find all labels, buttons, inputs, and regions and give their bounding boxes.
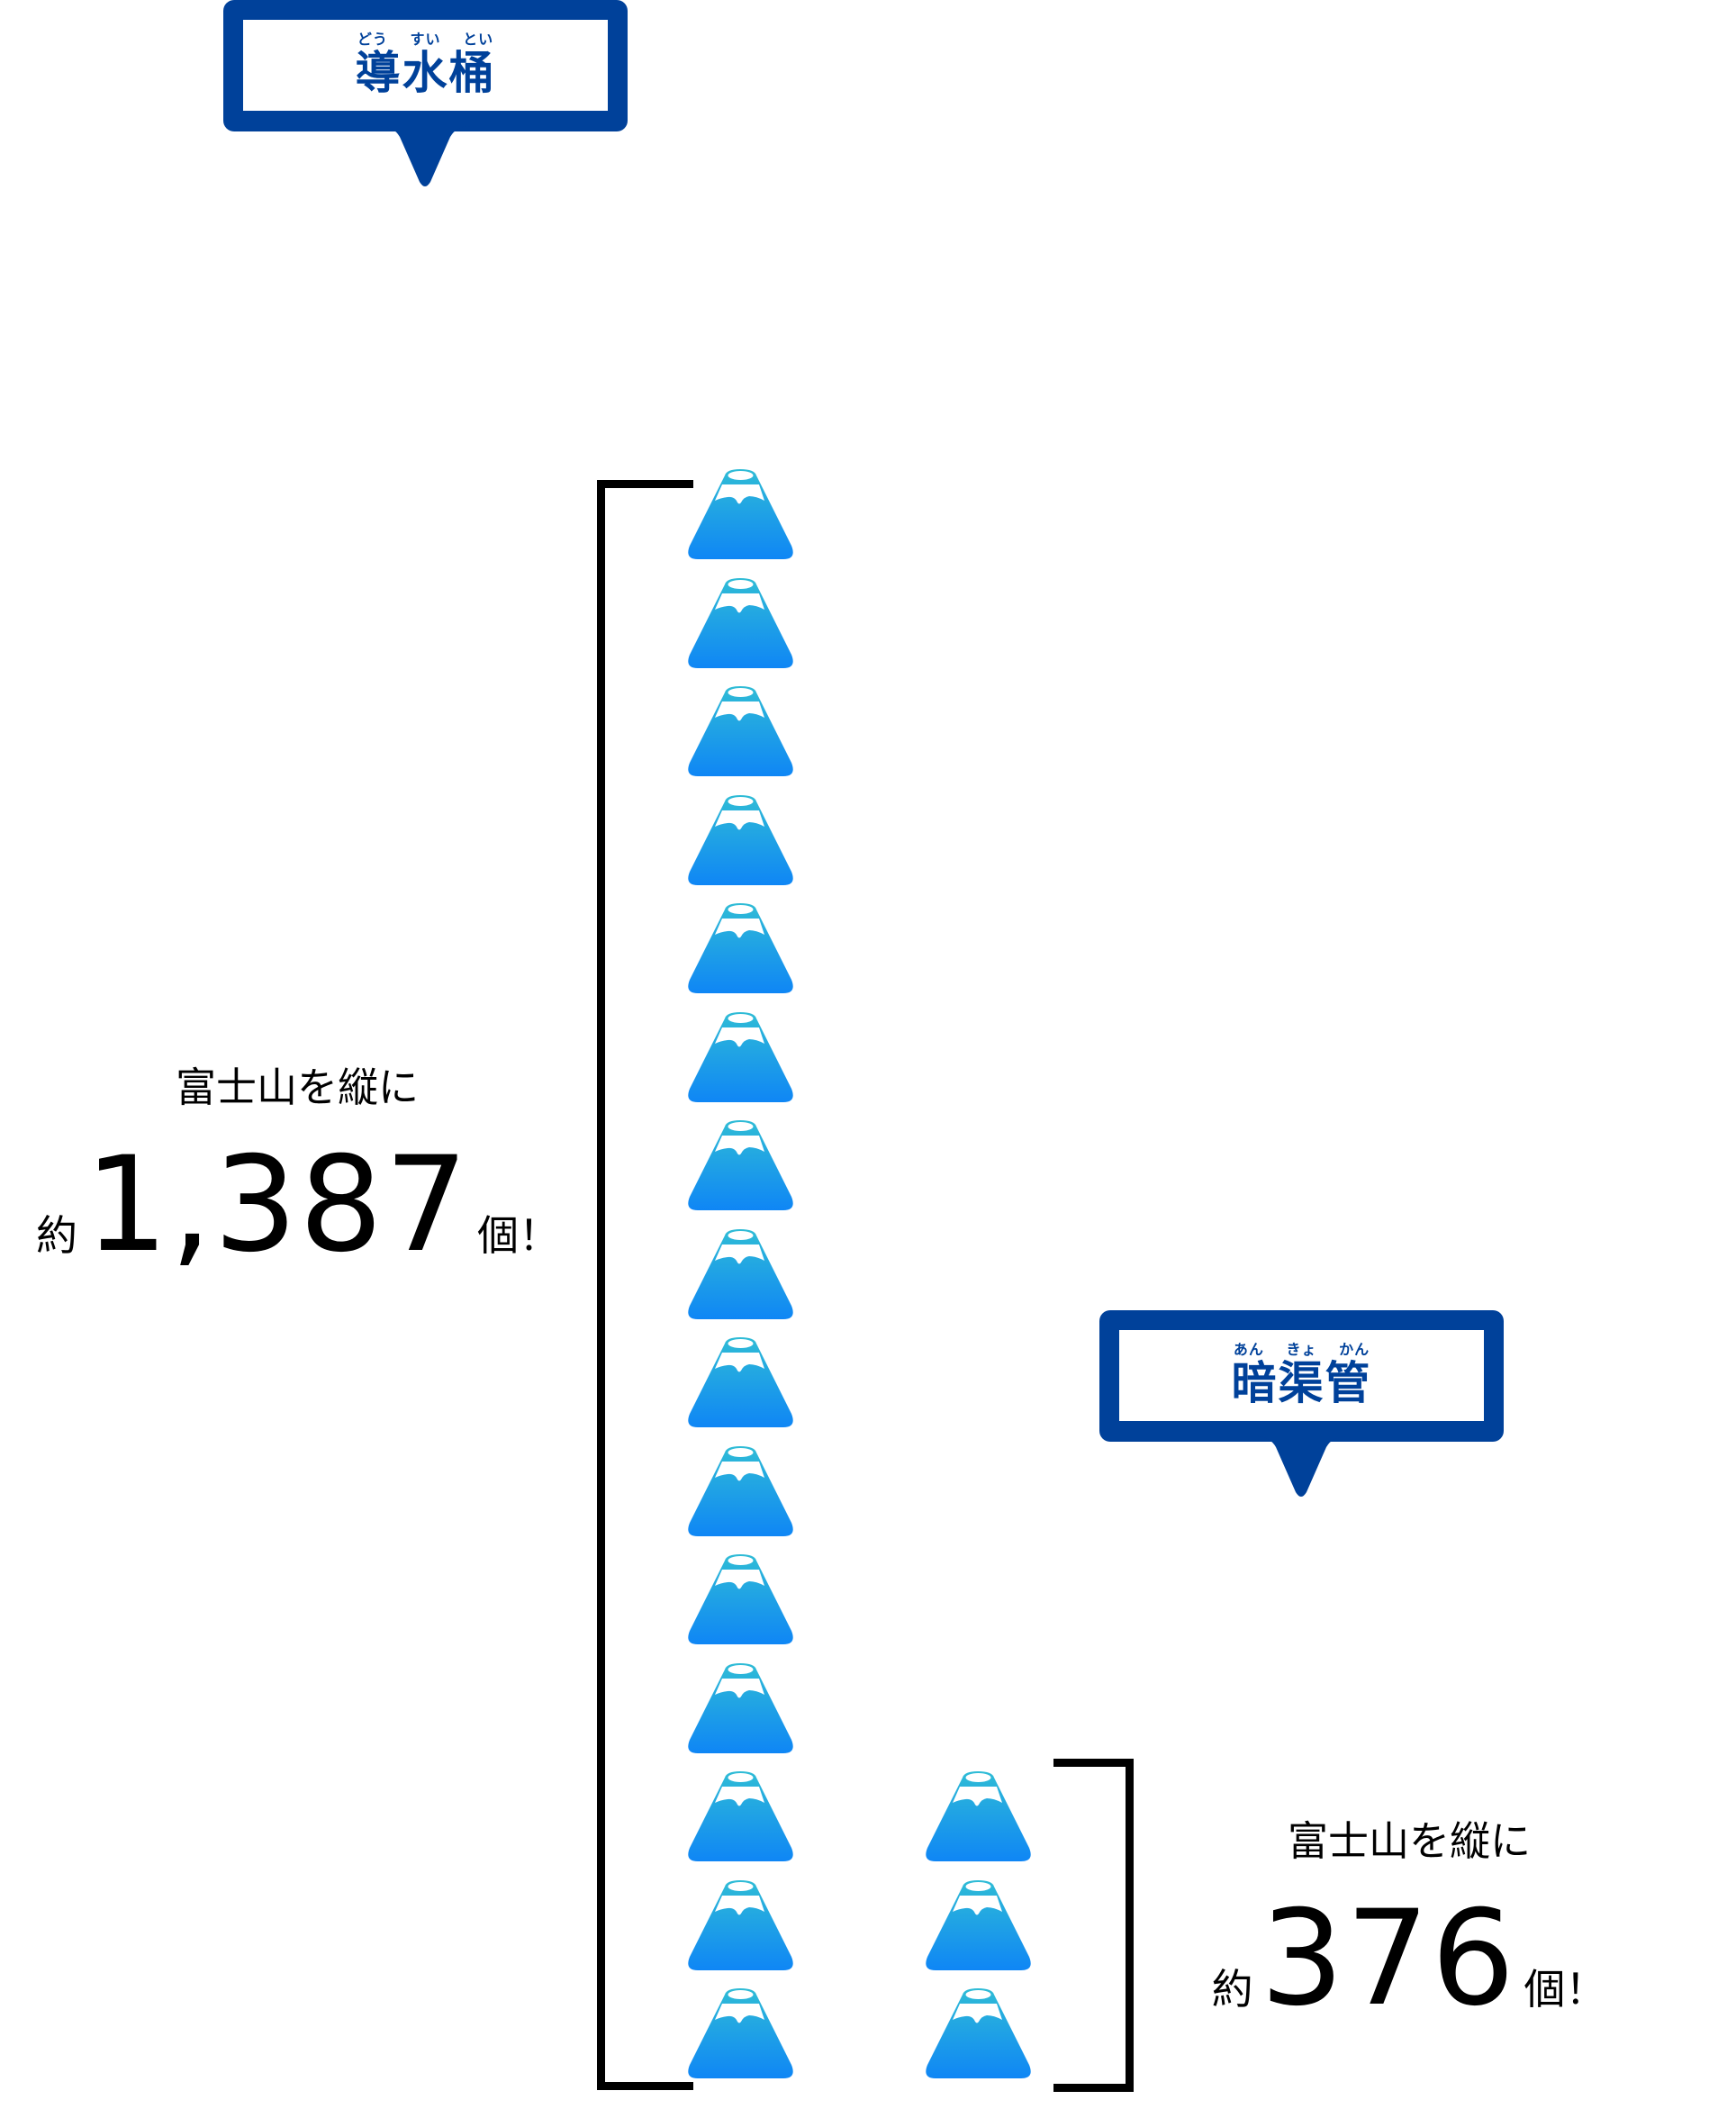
callout-title: 導水桶 [355, 47, 496, 99]
callout-inner: どう すい とい 導水桶 [243, 20, 608, 111]
mount-fuji-icon [684, 792, 797, 886]
mount-fuji-icon [922, 1986, 1035, 2079]
mount-fuji-icon [684, 683, 797, 777]
callout-pointer [1256, 1436, 1346, 1497]
count-prefix: 約 [1211, 1965, 1253, 2014]
bracket-right [1053, 1759, 1134, 2092]
mount-fuji-icon [684, 575, 797, 669]
mount-fuji-icon [684, 1118, 797, 1211]
mount-fuji-icon [684, 1552, 797, 1645]
mount-fuji-icon [684, 1878, 797, 1971]
mount-fuji-icon [684, 1769, 797, 1862]
mount-fuji-icon [684, 901, 797, 994]
callout-ruby: あん きょ かん [1233, 1341, 1370, 1358]
callout-inner: あん きょ かん 暗渠管 [1119, 1330, 1484, 1421]
comparison-heading: 富士山を縦に [1287, 1817, 1531, 1865]
mount-fuji-icon [684, 1444, 797, 1537]
count-suffix: 個！ [476, 1211, 560, 1260]
mount-fuji-icon [684, 1226, 797, 1320]
callout-ruby: どう すい とい [357, 31, 494, 48]
mount-fuji-icon [684, 1986, 797, 2079]
comparison-heading: 富士山を縦に [175, 1064, 419, 1111]
count-suffix: 個！ [1524, 1965, 1607, 2014]
count-prefix: 約 [36, 1211, 77, 1260]
mount-fuji-icon [922, 1878, 1035, 1971]
mount-fuji-icon [684, 466, 797, 560]
mount-fuji-icon [684, 1009, 797, 1103]
mount-fuji-icon [684, 1335, 797, 1428]
bracket-left [597, 480, 693, 2090]
callout-pointer [380, 126, 470, 186]
mount-fuji-icon [922, 1769, 1035, 1862]
callout-title: 暗渠管 [1231, 1357, 1372, 1409]
count-value: 376 [1260, 1882, 1517, 2035]
count-value: 1,387 [85, 1128, 470, 1281]
mount-fuji-icon [684, 1661, 797, 1754]
